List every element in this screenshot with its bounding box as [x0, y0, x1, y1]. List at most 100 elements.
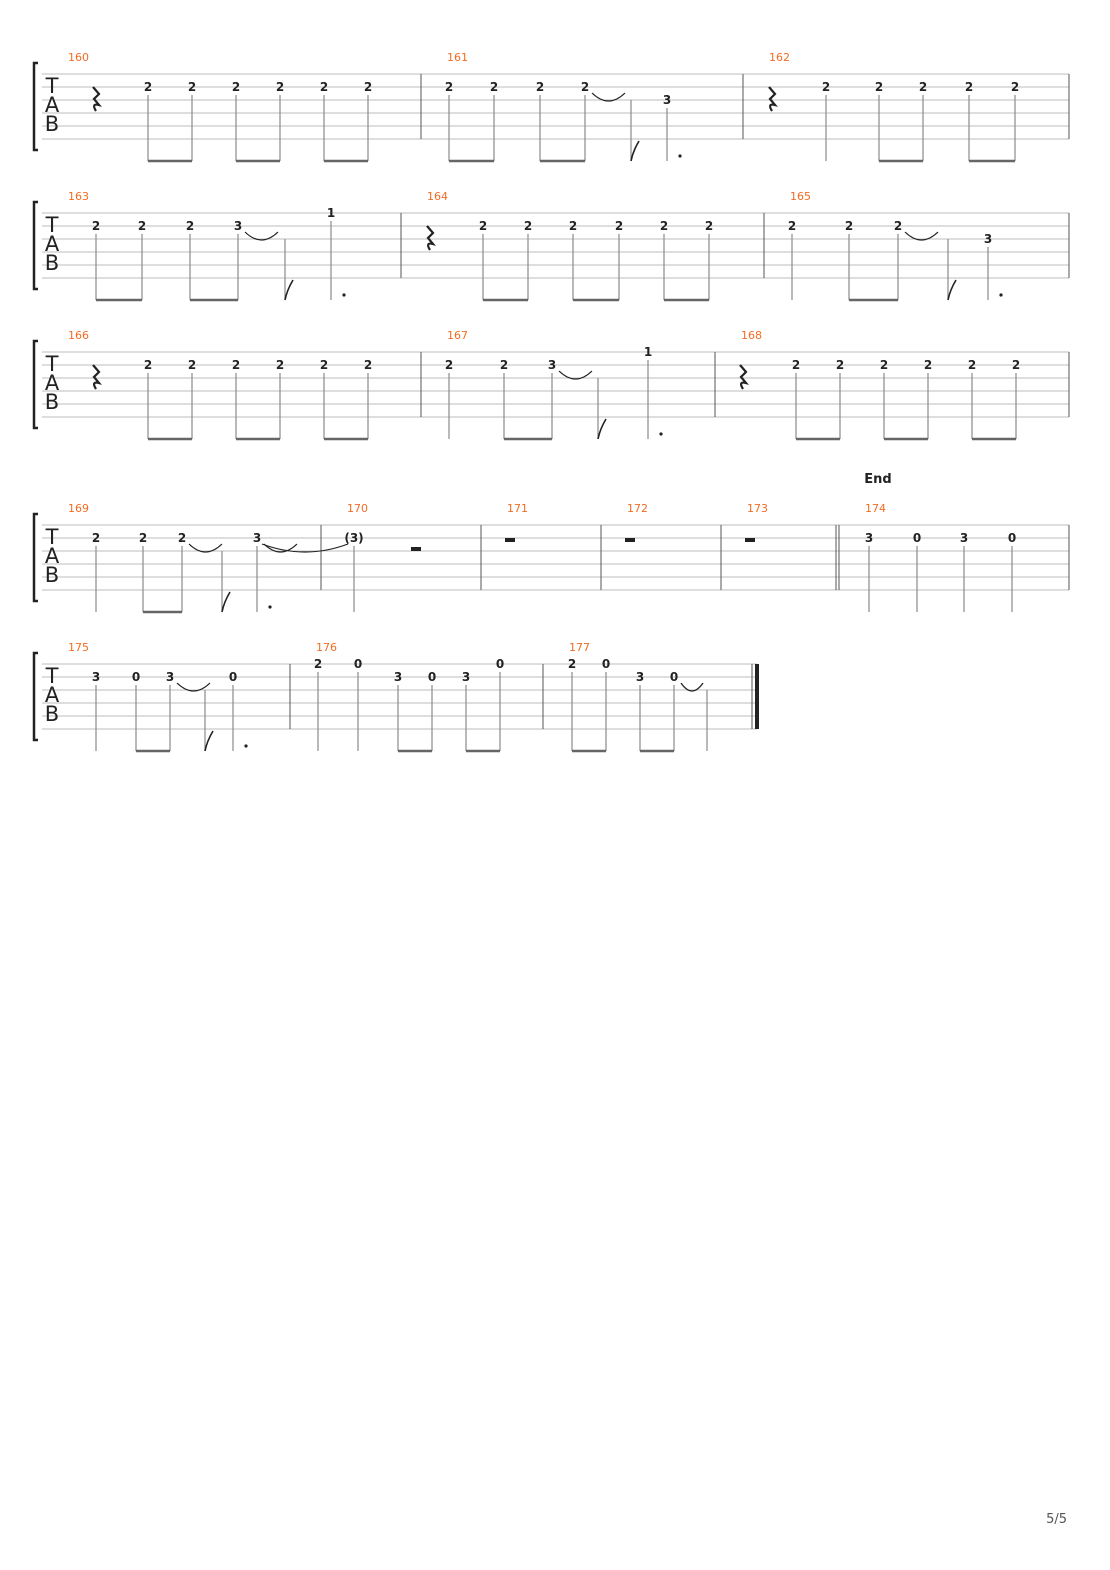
- fret-number: 2: [569, 219, 577, 233]
- fret-number: 2: [500, 358, 508, 372]
- fret-number: 2: [276, 358, 284, 372]
- quarter-rest: [92, 86, 103, 112]
- tab-clef-letter: T: [45, 664, 59, 688]
- fret-number: 2: [92, 219, 100, 233]
- measure-number: 172: [627, 502, 648, 515]
- fret-number: 2: [276, 80, 284, 94]
- fret-number: 1: [644, 345, 652, 359]
- system-bracket: [32, 200, 38, 291]
- fret-number: 2: [1012, 358, 1020, 372]
- fret-number: 2: [445, 358, 453, 372]
- measure-number: 164: [427, 190, 448, 203]
- whole-rest: [505, 538, 515, 542]
- tie: [261, 543, 349, 553]
- fret-number: 2: [320, 80, 328, 94]
- fret-number: 3: [865, 531, 873, 545]
- fret-number: 2: [705, 219, 713, 233]
- fret-number: 2: [144, 358, 152, 372]
- eighth-flag: [221, 591, 231, 613]
- fret-number: 2: [314, 657, 322, 671]
- page-number: 5/5: [1046, 1512, 1067, 1527]
- fret-number: 2: [144, 80, 152, 94]
- fret-number: 2: [479, 219, 487, 233]
- fret-number: 0: [602, 657, 610, 671]
- tab-clef-letter: T: [45, 525, 59, 549]
- measure-number: 173: [747, 502, 768, 515]
- measure-number: 177: [569, 641, 590, 654]
- tab-clef-letter: T: [45, 213, 59, 237]
- eighth-flag: [597, 418, 607, 440]
- fret-number: 2: [139, 531, 147, 545]
- fret-number: 2: [232, 358, 240, 372]
- dot: [999, 293, 1003, 297]
- fret-number: 2: [364, 358, 372, 372]
- fret-number: 2: [568, 657, 576, 671]
- measure-number: 161: [447, 51, 468, 64]
- fret-number: 2: [138, 219, 146, 233]
- fret-number: (3): [344, 531, 363, 545]
- fret-number: 2: [524, 219, 532, 233]
- measure-number: 165: [790, 190, 811, 203]
- measure-number: 163: [68, 190, 89, 203]
- eighth-flag: [630, 140, 640, 162]
- quarter-rest: [92, 364, 103, 390]
- tab-clef-letter: B: [45, 112, 59, 136]
- system-bracket: [32, 61, 38, 152]
- fret-number: 2: [660, 219, 668, 233]
- tab-clef-letter: A: [45, 544, 60, 568]
- fret-number: 2: [894, 219, 902, 233]
- fret-number: 0: [229, 670, 237, 684]
- fret-number: 3: [548, 358, 556, 372]
- tie: [176, 682, 211, 692]
- fret-number: 2: [965, 80, 973, 94]
- tab-clef-letter: A: [45, 232, 60, 256]
- fret-number: 2: [968, 358, 976, 372]
- measure-number: 166: [68, 329, 89, 342]
- fret-number: 2: [919, 80, 927, 94]
- fret-number: 2: [188, 358, 196, 372]
- tab-clef-letter: B: [45, 390, 59, 414]
- tab-clef-letter: B: [45, 251, 59, 275]
- end-section-marker: End: [864, 472, 891, 487]
- half-rest: [411, 547, 421, 551]
- fret-number: 3: [394, 670, 402, 684]
- fret-number: 2: [875, 80, 883, 94]
- fret-number: 2: [536, 80, 544, 94]
- fret-number: 2: [581, 80, 589, 94]
- fret-number: 3: [166, 670, 174, 684]
- fret-number: 0: [132, 670, 140, 684]
- tie: [591, 92, 626, 102]
- fret-number: 0: [496, 657, 504, 671]
- tab-clef-letter: B: [45, 702, 59, 726]
- fret-number: 2: [445, 80, 453, 94]
- fret-number: 2: [178, 531, 186, 545]
- tab-clef-letter: A: [45, 93, 60, 117]
- whole-rest: [625, 538, 635, 542]
- fret-number: 0: [1008, 531, 1016, 545]
- fret-number: 3: [663, 93, 671, 107]
- eighth-flag: [284, 279, 294, 301]
- fret-number: 2: [320, 358, 328, 372]
- measure-number: 176: [316, 641, 337, 654]
- fret-number: 2: [364, 80, 372, 94]
- fret-number: 2: [924, 358, 932, 372]
- quarter-rest: [768, 86, 779, 112]
- tie: [244, 231, 279, 241]
- measure-number: 174: [865, 502, 886, 515]
- fret-number: 1: [327, 206, 335, 220]
- dot: [678, 154, 682, 158]
- fret-number: 3: [636, 670, 644, 684]
- system-bracket: [32, 339, 38, 430]
- eighth-flag: [947, 279, 957, 301]
- tab-clef-letter: B: [45, 563, 59, 587]
- measure-number: 162: [769, 51, 790, 64]
- measure-number: 160: [68, 51, 89, 64]
- fret-number: 2: [836, 358, 844, 372]
- tie: [904, 231, 939, 241]
- fret-number: 0: [670, 670, 678, 684]
- system-bracket: [32, 512, 38, 603]
